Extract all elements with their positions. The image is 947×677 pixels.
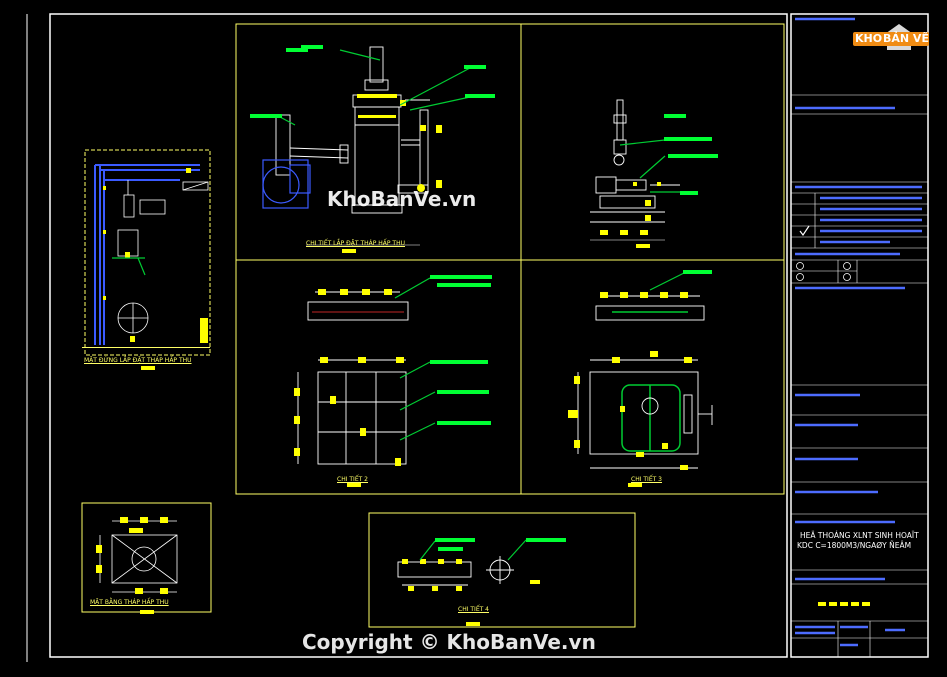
detail4-drawing: [397, 538, 566, 626]
project-title-line2: KDC C=1800M3/NGAØY ÑEÂM: [797, 541, 912, 550]
logo-text-kho: KHO: [855, 32, 883, 45]
elevation-viewport: [84, 149, 211, 356]
detail4-title: CHI TIẾT 4: [458, 606, 489, 613]
detail-viewport: [235, 23, 785, 495]
plan-title: MẶT BẰNG THÁP HẤP THU: [90, 599, 169, 606]
check-icon: [799, 225, 810, 237]
sheet-number-tags: [818, 602, 870, 606]
pump-drawing: [590, 99, 718, 248]
sheet-frame: [49, 13, 788, 658]
detail2-drawing: [294, 275, 492, 487]
tower-detail-title: CHI TIẾT LẮP ĐẶT THÁP HẤP THU: [306, 240, 405, 247]
plan-drawing: [96, 517, 178, 614]
detail2-title: CHI TIẾT 2: [337, 476, 368, 483]
revision-circle: [843, 262, 851, 270]
house-logo-icon: [853, 24, 929, 50]
center-watermark: KhoBanVe.vn: [327, 187, 477, 211]
elevation-title: MẶT ĐỨNG LẮP ĐẶT THÁP HẤP THU: [84, 357, 192, 364]
revision-circle: [796, 273, 804, 281]
elevation-drawing: [94, 164, 209, 370]
detail3-drawing: [568, 270, 713, 487]
revision-circle: [796, 262, 804, 270]
tower-drawing: [250, 45, 495, 253]
project-title-line1: HEÄ THOÁNG XLNT SINH HOAÏT: [800, 531, 919, 540]
title-block-frame: [790, 13, 929, 658]
khobanve-logo: KHO BẢN VẼ: [851, 22, 931, 52]
title-block-lines: [791, 94, 928, 657]
copyright-watermark: Copyright © KhoBanVe.vn: [302, 630, 596, 654]
title-block-text-marks: [795, 17, 922, 647]
revision-circle: [843, 273, 851, 281]
detail3-title: CHI TIẾT 3: [631, 476, 662, 483]
detail4-viewport: [368, 512, 636, 628]
logo-text-banve: BẢN VẼ: [883, 32, 929, 45]
